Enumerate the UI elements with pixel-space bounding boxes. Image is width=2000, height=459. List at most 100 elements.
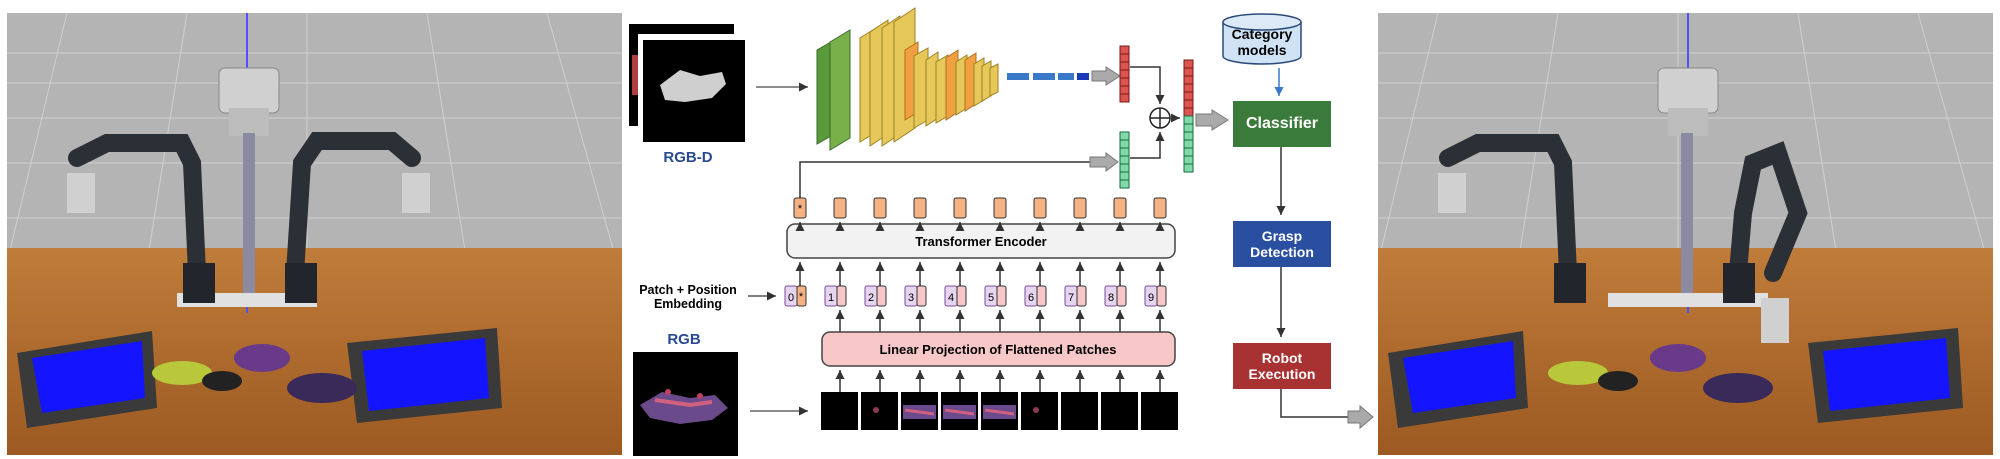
classifier-label: Classifier [1245,114,1319,132]
image-patch [1141,392,1178,430]
output-token [1033,197,1047,219]
output-token [833,197,847,219]
position-index-label: 2 [868,292,874,304]
output-token [1113,197,1127,219]
patch-embedding-token [1116,285,1127,307]
cls-marker: * [798,203,803,215]
cls-to-feature-arrow [1089,152,1119,172]
feature-cell [1183,59,1194,69]
feature-cell [1119,139,1130,149]
feature-cell [1119,147,1130,157]
image-patches [821,392,1178,430]
rgbd-input-image [629,24,745,142]
image-patch [861,392,898,430]
output-token [953,197,967,219]
grasp-detection-box [1233,221,1331,267]
vit-feature-vector [1119,131,1130,189]
robot-to-scene-line [1280,389,1348,418]
cnn-arrow [1091,66,1121,86]
red-to-fusion-arrow [1130,66,1165,104]
robot-execution-box [1233,343,1331,389]
concatenated-feature-vector [1183,59,1194,173]
feature-cell [1119,45,1130,55]
position-index-label: 0 [788,292,794,304]
transformer-encoder-box [786,223,1176,259]
image-patch [821,392,858,430]
robot-execution-label: Robot Execution [1248,349,1316,382]
linear-projection-box [821,331,1176,367]
feature-cell [1119,179,1130,189]
feature-cell [1183,99,1194,109]
patch-embedding-token [1156,285,1167,307]
simulation-scene-initial [7,13,622,455]
feature-cell [1183,107,1194,117]
rgb-label: RGB [667,331,701,348]
concat-to-classifier-arrow [1195,109,1229,131]
feature-cell [1119,69,1130,79]
feature-cell [1119,171,1130,181]
rgbd-label: RGB-D [663,149,712,166]
rgb-input-image [633,352,738,456]
output-token [993,197,1007,219]
feature-cell [1183,75,1194,85]
category-models-database [1222,13,1302,65]
feature-cell [1183,83,1194,93]
feature-cell [1119,53,1130,63]
patch-position-embedding-label: Patch + Position Embedding [639,282,737,311]
transformer-encoder-label: Transformer Encoder [915,234,1047,249]
feature-cell [1119,85,1130,95]
image-patch [1061,392,1098,430]
position-index-label: 7 [1068,292,1074,304]
feature-cell [1183,147,1194,157]
output-token [793,197,807,219]
encoder-output-tokens: * [793,197,1167,219]
feature-cell [1183,67,1194,77]
output-token [873,197,887,219]
feature-cell [1119,77,1130,87]
patch-embedding-token [1076,285,1087,307]
position-index-label: 3 [908,292,914,304]
position-index-label: 1 [828,292,834,304]
patch-embedding-token [876,285,887,307]
feature-cell [1119,93,1130,103]
patch-embedding-token [796,285,807,307]
feature-cell [1119,155,1130,165]
green-to-fusion-arrow [1130,132,1165,159]
feature-cell [1183,139,1194,149]
feature-cell [1183,131,1194,141]
feature-cell [1183,115,1194,125]
image-patch [1101,392,1138,430]
linear-projection-label: Linear Projection of Flattened Patches [880,342,1117,357]
feature-cell [1183,155,1194,165]
grasp-detection-label: Grasp Detection [1250,227,1314,260]
cls-token-route-line [799,161,1104,198]
simulation-scene-grasp [1378,13,1993,455]
output-token [1153,197,1167,219]
fusion-operator-icon [1149,107,1171,129]
feature-cell [1119,131,1130,141]
position-index-label: 4 [948,292,954,304]
robot-to-scene-arrow [1347,404,1374,430]
patch-embedding-token [836,285,847,307]
category-models-label: Category models [1231,25,1293,58]
classifier-box [1233,101,1331,147]
output-token [913,197,927,219]
feature-cell [1183,91,1194,101]
cls-marker: * [799,291,804,303]
cnn-feature-vector [1119,45,1130,103]
position-index-label: 5 [988,292,994,304]
feature-cell [1183,123,1194,133]
feature-cell [1119,61,1130,71]
image-patch [1021,392,1058,430]
feature-cell [1119,163,1130,173]
patch-embedding-token [996,285,1007,307]
patch-embedding-token [1036,285,1047,307]
feature-cell [1183,163,1194,173]
position-index-label: 8 [1108,292,1114,304]
cnn-backbone [816,7,1089,151]
output-token [1073,197,1087,219]
patch-embedding-token [916,285,927,307]
position-index-label: 6 [1028,292,1034,304]
